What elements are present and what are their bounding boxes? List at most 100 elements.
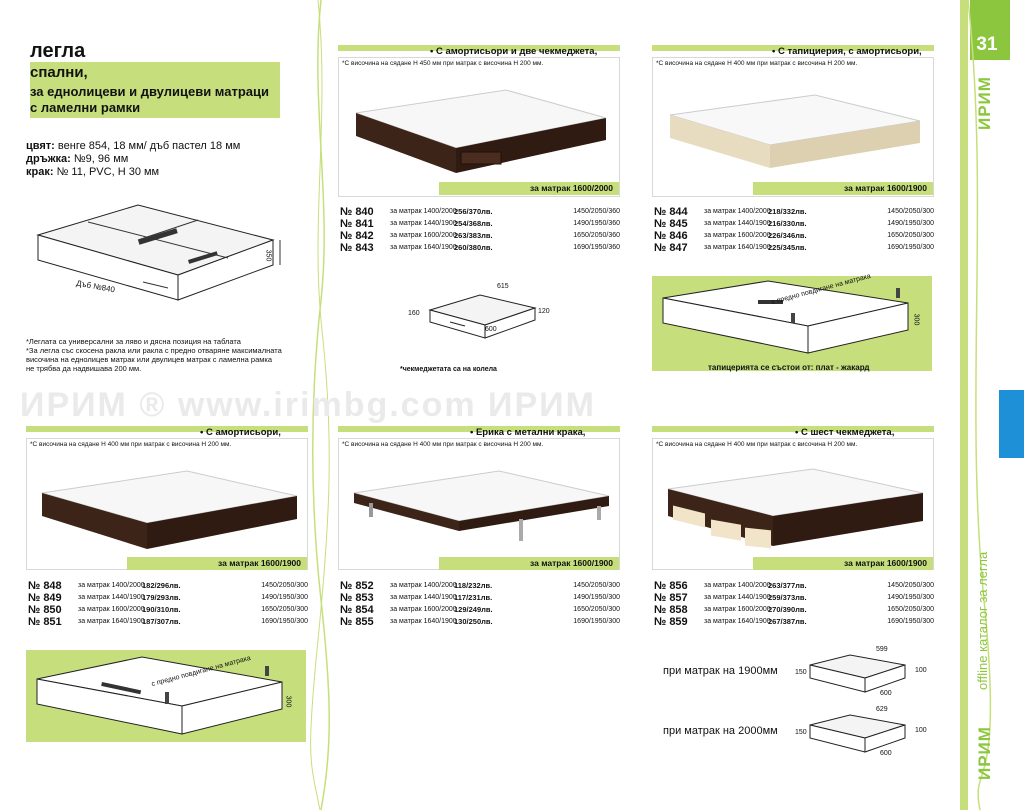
card1-bullet: • С амортисьори и две чекмеджета, <box>430 46 598 57</box>
mattress-size: за матрак 1440/1900 <box>390 594 457 601</box>
dimensions: 1450/2050/300 <box>887 208 934 215</box>
price: 260/380лв. <box>454 243 493 252</box>
price: 263/377лв. <box>768 581 807 590</box>
notes: *Леглата са универсални за ляво и дясна … <box>26 337 282 373</box>
drawer-diagram-1900 <box>809 654 906 693</box>
lift-diagram-1 <box>662 280 909 354</box>
model-number: № 842 <box>340 230 374 242</box>
model-number: № 854 <box>340 604 374 616</box>
mattress-size: за матрак 1600/2000 <box>704 606 771 613</box>
mattress-size: за матрак 1440/1900 <box>390 220 457 227</box>
model-number: № 849 <box>28 592 62 604</box>
dimensions: 1450/2050/300 <box>261 582 308 589</box>
model-number: № 859 <box>654 616 688 628</box>
price: 256/370лв. <box>454 207 493 216</box>
model-number: № 857 <box>654 592 688 604</box>
model-number: № 852 <box>340 580 374 592</box>
price: 117/231лв. <box>454 593 493 602</box>
dimensions: 1450/2050/300 <box>573 582 620 589</box>
subtitle-line-3: с ламелни рамки <box>30 100 141 115</box>
page-title: легла <box>30 40 86 62</box>
mattress-size: за матрак 1440/1900 <box>78 594 145 601</box>
mattress-size: за матрак 1600/2000 <box>704 232 771 239</box>
mattress-1900-label: при матрак на 1900мм <box>663 665 778 677</box>
card1-caption: *чекмеджетата са на колела <box>400 366 497 373</box>
price: 267/387лв. <box>768 617 807 626</box>
model-number: № 850 <box>28 604 62 616</box>
card2-mattress: за матрак 1600/1900 <box>753 182 933 195</box>
dimensions: 1490/1950/300 <box>261 594 308 601</box>
dimensions: 1690/1950/300 <box>887 618 934 625</box>
blue-tab <box>999 390 1024 458</box>
price: 118/232лв. <box>454 581 493 590</box>
mattress-size: за матрак 1600/2000 <box>78 606 145 613</box>
card2-bullet: • С тапициерия, с амортисьори, <box>772 46 922 57</box>
price: 254/368лв. <box>454 219 493 228</box>
dimensions: 1650/2050/300 <box>887 232 934 239</box>
price: 129/249лв. <box>454 605 493 614</box>
card1-image: *С височина на сядане H 450 мм при матра… <box>338 57 620 197</box>
price: 263/383лв. <box>454 231 493 240</box>
model-number: № 843 <box>340 242 374 254</box>
mattress-size: за матрак 1400/2000 <box>390 582 457 589</box>
price: 218/332лв. <box>768 207 807 216</box>
dimensions: 1650/2050/300 <box>261 606 308 613</box>
brand-logo-bottom: ИРИМ <box>975 726 994 780</box>
model-number: № 851 <box>28 616 62 628</box>
card3-mattress: за матрак 1600/1900 <box>127 557 307 570</box>
sidebar <box>960 0 1010 810</box>
price: 187/307лв. <box>142 617 181 626</box>
price: 190/310лв. <box>142 605 181 614</box>
model-number: № 847 <box>654 242 688 254</box>
spec-color: цвят: венге 854, 18 мм/ дъб пастел 18 мм <box>26 140 241 152</box>
dimensions: 1490/1950/360 <box>573 220 620 227</box>
card4-image: *С височина на сядане H 400 мм при матра… <box>338 438 620 570</box>
price: 130/250лв. <box>454 617 493 626</box>
diagram-height: 350 <box>264 249 272 262</box>
lift-diagram-2 <box>36 656 283 735</box>
dimensions: 1450/2050/360 <box>573 208 620 215</box>
card3-bullet: • С амортисьори, <box>200 427 281 438</box>
subtitle-line-2: за еднолицеви и двулицеви матраци <box>30 84 269 99</box>
card4-mattress: за матрак 1600/1900 <box>439 557 619 570</box>
drawer-diagram-2000 <box>809 714 906 753</box>
mattress-size: за матрак 1400/2000 <box>390 208 457 215</box>
dimensions: 1690/1950/300 <box>887 244 934 251</box>
brand-logo-top: ИРИМ <box>975 76 994 130</box>
dimensions: 1690/1950/300 <box>261 618 308 625</box>
mattress-size: за матрак 1600/2000 <box>390 232 457 239</box>
model-number: № 840 <box>340 206 374 218</box>
price: 225/345лв. <box>768 243 807 252</box>
model-number: № 848 <box>28 580 62 592</box>
price: 179/293лв. <box>142 593 181 602</box>
drawer-diagram <box>428 294 537 339</box>
subtitle-band: спални, за еднолицеви и двулицеви матрац… <box>30 62 280 118</box>
mattress-size: за матрак 1640/1900 <box>78 618 145 625</box>
price: 226/346лв. <box>768 231 807 240</box>
mattress-size: за матрак 1440/1900 <box>704 220 771 227</box>
spec-list: цвят: венге 854, 18 мм/ дъб пастел 18 мм… <box>26 140 240 179</box>
model-number: № 855 <box>340 616 374 628</box>
wave-divider <box>310 0 330 810</box>
dimensions: 1650/2050/300 <box>887 606 934 613</box>
model-number: № 846 <box>654 230 688 242</box>
dimensions: 1690/1950/360 <box>573 244 620 251</box>
card4-bullet: • Ерика с метални крака, <box>470 427 586 438</box>
card5-mattress: за матрак 1600/1900 <box>753 557 933 570</box>
vertical-catalog-label: offline каталог за легла <box>975 551 990 690</box>
price: 270/390лв. <box>768 605 807 614</box>
mattress-size: за матрак 1400/2000 <box>704 208 771 215</box>
card5-bullet: • С шест чекмеджета, <box>795 427 895 438</box>
dimensions: 1690/1950/300 <box>573 618 620 625</box>
mattress-size: за матрак 1640/1900 <box>390 244 457 251</box>
dimensions: 1650/2050/300 <box>573 606 620 613</box>
card5-image: *С височина на сядане H 400 мм при матра… <box>652 438 934 570</box>
subtitle-line-1: спални, <box>30 64 88 81</box>
model-number: № 845 <box>654 218 688 230</box>
price: 182/296лв. <box>142 581 181 590</box>
mattress-size: за матрак 1400/2000 <box>704 582 771 589</box>
mattress-size: за матрак 1440/1900 <box>704 594 771 601</box>
price: 216/330лв. <box>768 219 807 228</box>
mattress-size: за матрак 1600/2000 <box>390 606 457 613</box>
price: 259/373лв. <box>768 593 807 602</box>
